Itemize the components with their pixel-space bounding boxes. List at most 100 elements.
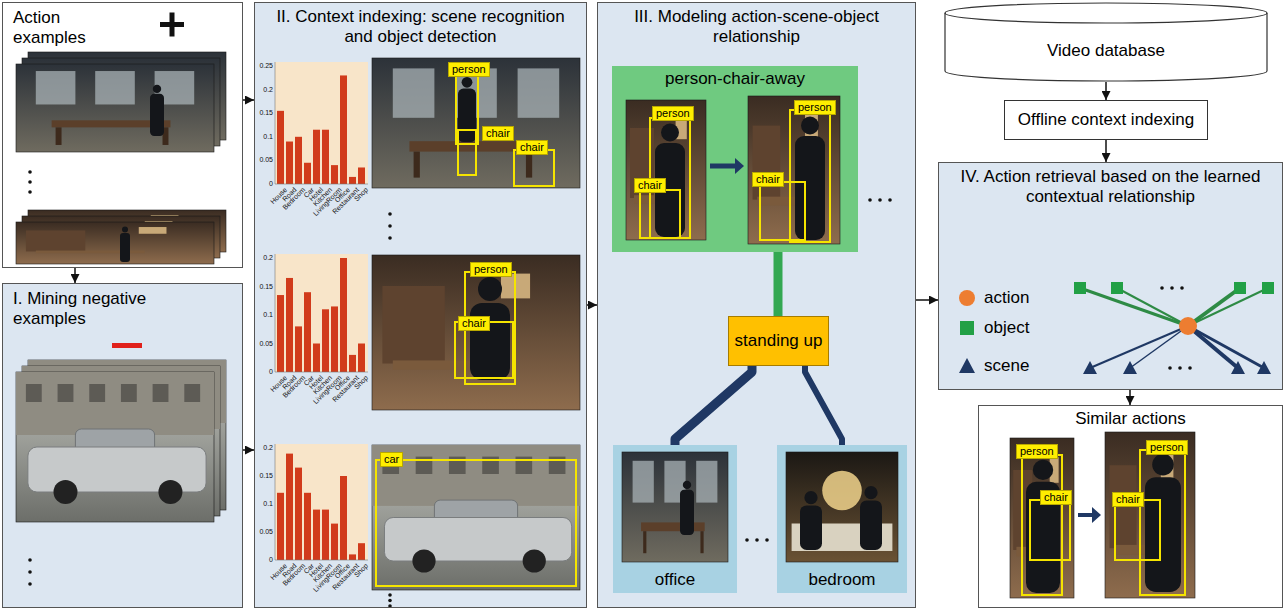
- detection-box: [1022, 455, 1062, 595]
- detection-tag: chair: [458, 316, 490, 331]
- panel-fill: [938, 162, 1283, 390]
- connector: [587, 304, 597, 306]
- bar: [277, 111, 284, 184]
- node-title: office: [655, 570, 695, 590]
- frame-ground: [372, 255, 580, 410]
- detection-box: [790, 110, 830, 242]
- cylinder-body: [945, 3, 1267, 81]
- video-frame: [16, 64, 214, 152]
- frame-ground: [626, 100, 706, 240]
- person-head: [683, 481, 691, 489]
- node-title: Similar actions: [1075, 409, 1186, 429]
- ellipsis-dot: [868, 198, 872, 202]
- frame-ground: [16, 372, 214, 522]
- video-frame: [1010, 438, 1074, 598]
- bar: [358, 543, 365, 560]
- minus-sign: [112, 343, 142, 348]
- detection-box: [1140, 450, 1185, 595]
- motion-arrowhead: [735, 158, 744, 174]
- chart-axis: [275, 184, 368, 185]
- detection-tag: chair: [516, 140, 548, 155]
- panel-fill: [728, 316, 829, 366]
- connector: [1105, 82, 1107, 100]
- motion-arrowhead: [1092, 507, 1101, 523]
- video-frame: [786, 452, 898, 562]
- object-square: [1234, 282, 1246, 294]
- ellipsis-dot: [388, 593, 392, 597]
- bar: [295, 468, 302, 560]
- person-body: [680, 490, 694, 535]
- chart-axis: [275, 254, 276, 372]
- panel-fill: [254, 2, 587, 608]
- person-head: [804, 491, 817, 504]
- ellipsis-dot: [28, 558, 32, 562]
- person-head: [478, 277, 502, 301]
- detection-box: [376, 460, 576, 586]
- ellipsis-dot: [755, 538, 759, 542]
- scene-triangle: [1123, 361, 1137, 374]
- desk-leg: [56, 127, 62, 145]
- shelf: [382, 286, 444, 364]
- bar: [340, 75, 347, 184]
- relation-line: [1188, 326, 1238, 368]
- person-body: [800, 505, 822, 550]
- frame-ground: [786, 452, 898, 562]
- axis-tick-label: 0.15: [259, 283, 273, 291]
- building: [372, 445, 580, 506]
- legend-entry: action: [958, 288, 1029, 308]
- panel-fill: [597, 2, 916, 608]
- desk-leg: [643, 531, 646, 553]
- detection-tag: person: [448, 62, 490, 77]
- axis-tick-label: 0.1: [263, 311, 273, 319]
- node-title: II. Context indexing: scene recognition …: [263, 7, 578, 48]
- bar: [286, 454, 293, 560]
- axis-tick-label: 0.1: [263, 133, 273, 141]
- video-frame: [372, 445, 580, 590]
- legend-marker: [958, 289, 976, 307]
- legend-text: scene: [984, 356, 1029, 376]
- object-square: [1074, 282, 1086, 294]
- bar: [295, 137, 302, 184]
- person-head: [864, 486, 877, 499]
- object-square: [1111, 282, 1123, 294]
- bar: [304, 163, 311, 184]
- ellipsis-dot: [388, 236, 392, 240]
- video-frame: [372, 58, 580, 188]
- axis-tick-label: 0.05: [259, 528, 273, 536]
- plus-sign: [170, 13, 175, 37]
- chart-axis: [275, 560, 368, 561]
- chart-ground: [275, 444, 368, 560]
- panel-fill: [612, 66, 858, 252]
- bar: [340, 258, 347, 372]
- window: [153, 384, 169, 402]
- ellipsis-dot: [878, 198, 882, 202]
- ellipsis-dot: [388, 212, 392, 216]
- connector: [916, 299, 938, 301]
- input-panel: Action examples: [2, 2, 243, 268]
- bar: [286, 142, 293, 184]
- panel-fill: [2, 2, 243, 268]
- ellipsis-dot: [28, 180, 32, 184]
- ellipsis-dot: [1170, 286, 1174, 290]
- detection-tag: person: [1016, 444, 1058, 459]
- frame-ground: [622, 452, 728, 562]
- bar: [322, 510, 329, 560]
- ellipsis-dot: [765, 538, 769, 542]
- legend-marker-shape: [959, 358, 975, 373]
- window: [633, 461, 654, 503]
- window: [518, 68, 560, 117]
- axis-tick-label: 0.05: [259, 340, 273, 348]
- window: [95, 71, 135, 104]
- person-body: [795, 136, 825, 240]
- bar: [304, 493, 311, 560]
- frame-ground: [1010, 438, 1074, 598]
- legend-marker: [958, 319, 976, 337]
- chart-ground: [275, 62, 368, 184]
- axis-tick-label: 0.15: [259, 472, 273, 480]
- axis-tick-label: 0.05: [259, 156, 273, 164]
- motion-arrow: [710, 164, 736, 169]
- axis-tick-label: 0: [269, 368, 273, 376]
- scene-panel: bedroom: [777, 445, 907, 593]
